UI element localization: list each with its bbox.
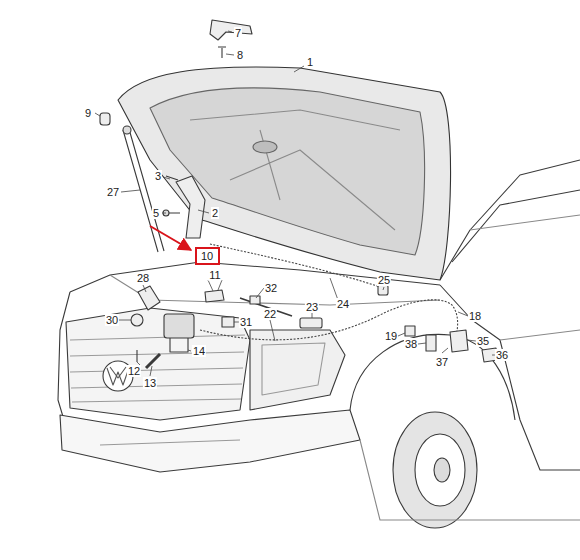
callout-number: 37	[435, 356, 449, 368]
callout-number: 27	[106, 186, 120, 198]
callout-number: 28	[136, 272, 150, 284]
callout-number: 19	[384, 330, 398, 342]
callout-number: 9	[84, 107, 92, 119]
callout-number: 24	[336, 298, 350, 310]
callout-number: 31	[239, 316, 253, 328]
callout-number: 35	[476, 335, 490, 347]
callout-number: 23	[305, 301, 319, 313]
callout-number: 2	[211, 207, 219, 219]
callout-number: 7	[234, 27, 242, 39]
callout-number: 36	[495, 349, 509, 361]
callout-number: 10	[201, 250, 214, 262]
callout-number: 14	[192, 345, 206, 357]
callout-number: 12	[127, 365, 141, 377]
callout-number: 11	[208, 269, 221, 281]
callout-number: 32	[264, 282, 278, 294]
highlighted-callout-box: 10	[195, 247, 220, 265]
callout-number: 38	[404, 338, 418, 350]
callout-number: 5	[152, 207, 160, 219]
callout-number: 3	[154, 170, 162, 182]
callout-number: 30	[105, 314, 119, 326]
callout-number: 22	[263, 308, 277, 320]
callout-number: 1	[306, 56, 314, 68]
callout-number: 13	[143, 377, 157, 389]
callout-number: 18	[468, 310, 482, 322]
callout-number: 8	[236, 49, 244, 61]
callout-number: 25	[377, 274, 391, 286]
